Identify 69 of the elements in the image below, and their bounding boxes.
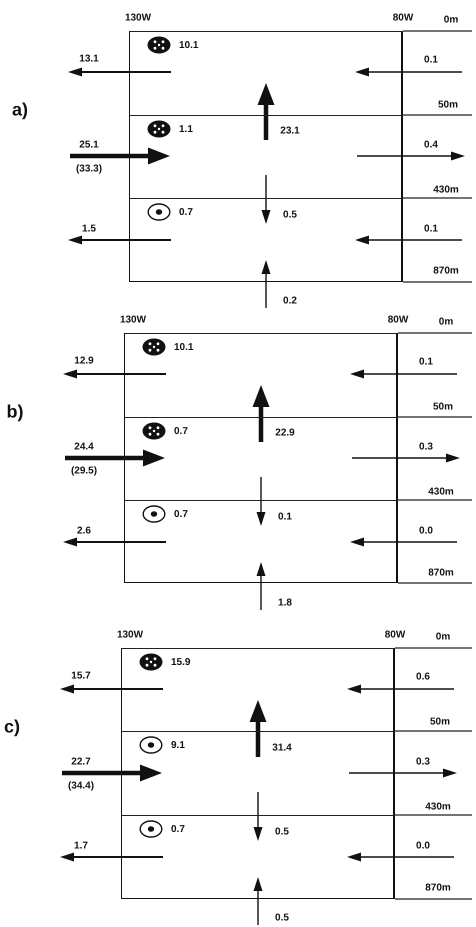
ocean-layer-box: [129, 198, 403, 282]
transport-value: 22.7: [71, 756, 91, 768]
transport-value: 0.1: [424, 224, 438, 234]
panel-label: b): [6, 402, 24, 422]
depth-label: 870m: [425, 882, 451, 894]
longitude-label: 80W: [388, 314, 408, 326]
panel-label: a): [12, 100, 28, 120]
depth-label: 870m: [433, 266, 459, 276]
transport-note: (29.5): [70, 466, 98, 476]
transport-value: 12.9: [74, 356, 94, 366]
ocean-layer-box: [121, 731, 395, 815]
transport-value: 0.1: [419, 356, 433, 368]
depth-label: 430m: [433, 184, 459, 196]
longitude-label: 130W: [120, 314, 146, 326]
transport-value: 0.0: [419, 526, 433, 536]
transport-note: (34.4): [68, 780, 94, 792]
ocean-layer-box: [121, 648, 395, 731]
longitude-label: 80W: [392, 12, 414, 24]
ocean-layer-box: [121, 815, 395, 899]
ocean-layer-box: [129, 115, 403, 198]
ocean-layer-box: [124, 500, 398, 583]
value-text: 10.1: [174, 342, 194, 352]
value-text: 0.7: [174, 508, 188, 520]
transport-value: 2.6: [77, 526, 91, 536]
value-text: 0.7: [179, 206, 193, 218]
transport-value: 0.1: [424, 54, 438, 66]
depth-label: 0m: [438, 316, 454, 328]
transport-value: 0.5: [275, 912, 289, 924]
transport-value: 0.4: [424, 140, 438, 150]
ocean-layer-box: [129, 31, 403, 115]
transport-value: 22.9: [275, 428, 295, 438]
transport-value: 25.1: [79, 140, 99, 150]
transport-value: 0.0: [416, 840, 430, 852]
depth-label: 0m: [444, 14, 458, 26]
transport-value: 24.4: [74, 442, 94, 452]
depth-label: 870m: [428, 568, 454, 578]
transport-value: 1.7: [74, 840, 88, 852]
depth-label: 50m: [438, 100, 458, 110]
ocean-layer-box: [124, 417, 398, 500]
value-text: 0.7: [171, 824, 185, 834]
transport-value: 13.1: [79, 54, 99, 64]
depth-label: 430m: [428, 486, 454, 498]
transport-value: 23.1: [280, 126, 300, 136]
transport-value: 0.5: [283, 210, 297, 220]
value-text: 10.1: [179, 40, 198, 50]
transport-value: 0.3: [419, 442, 433, 452]
transport-value: 0.3: [416, 756, 430, 768]
transport-value: 1.8: [278, 598, 292, 608]
depth-label: 0m: [436, 632, 450, 642]
value-text: 0.7: [174, 426, 188, 436]
ocean-layer-box: [124, 333, 398, 417]
value-text: 15.9: [171, 656, 190, 668]
transport-note: (33.3): [76, 164, 102, 174]
transport-value: 0.1: [278, 512, 292, 522]
transport-value: 0.6: [416, 672, 430, 682]
value-text: 1.1: [179, 124, 193, 134]
longitude-label: 80W: [384, 630, 406, 640]
transport-value: 0.5: [275, 826, 289, 838]
longitude-label: 130W: [116, 630, 144, 640]
longitude-label: 130W: [124, 12, 152, 24]
depth-label: 50m: [430, 716, 450, 728]
transport-value: 31.4: [272, 742, 292, 754]
panel-label: c): [4, 716, 20, 738]
value-text: 9.1: [171, 740, 185, 750]
depth-label: 50m: [433, 402, 453, 412]
depth-label: 430m: [425, 802, 451, 812]
transport-value: 1.5: [82, 224, 96, 234]
transport-value: 15.7: [71, 670, 91, 682]
transport-value: 0.2: [283, 296, 297, 306]
